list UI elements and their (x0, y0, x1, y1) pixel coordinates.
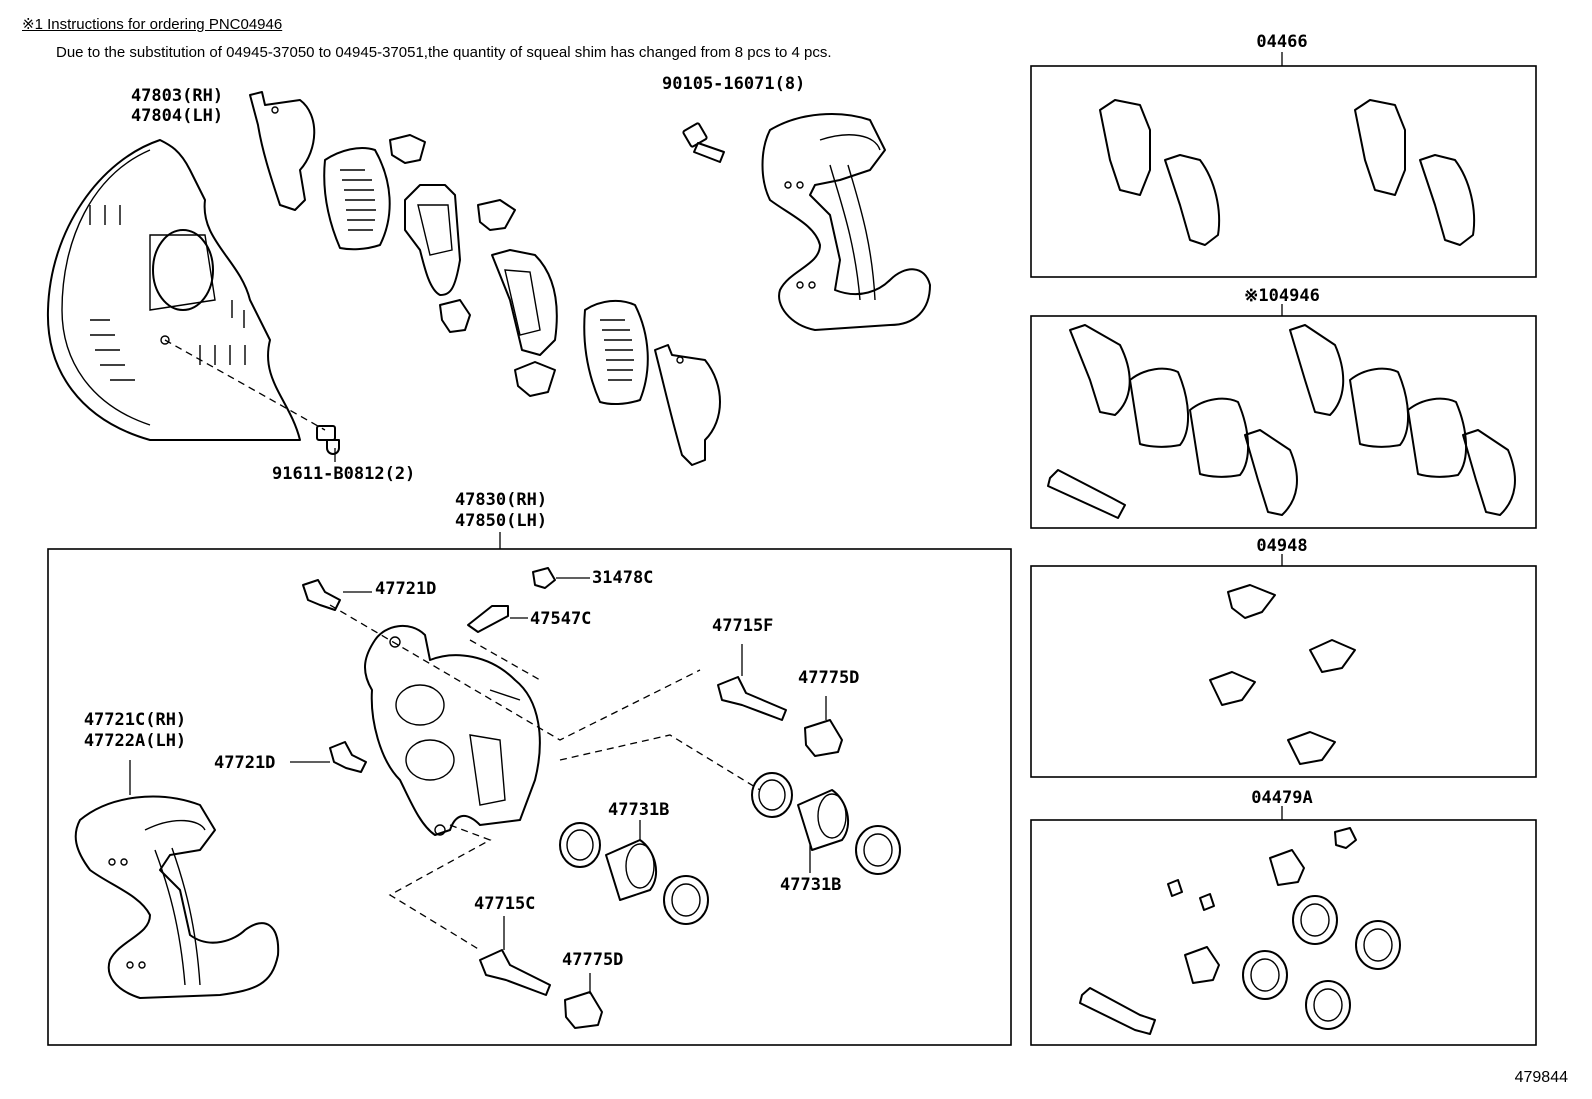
pad-kit-box (1030, 65, 1537, 278)
caliper-mounting-bolt[interactable] (682, 122, 725, 163)
anti-squeal-shim-left[interactable] (323, 147, 391, 251)
label-mounting-rh[interactable]: 47721C(RH) (83, 710, 187, 730)
pin-boot-upper[interactable] (804, 719, 843, 757)
pad-clip-bottom-2[interactable] (514, 361, 556, 397)
label-clip-kit[interactable]: 04948 (1256, 536, 1308, 556)
label-caliper-bolt-lower[interactable]: 47721D (214, 753, 276, 773)
caliper-mounting-upper[interactable] (761, 113, 931, 331)
guide-line-lower (388, 824, 492, 951)
seal-kit-parts[interactable] (1079, 827, 1401, 1035)
inner-shim-right[interactable] (654, 344, 721, 466)
clip-kit-box (1030, 565, 1537, 778)
diagram-number: 479844 (1514, 1069, 1568, 1086)
label-bleeder-plug[interactable]: 31478C (592, 568, 654, 588)
piston-seal-right[interactable] (751, 772, 793, 818)
label-caliper-rh[interactable]: 47830(RH) (454, 490, 548, 510)
label-pin-boot-lower[interactable]: 47775D (562, 950, 624, 970)
shield-bolt[interactable] (316, 425, 340, 455)
label-caliper-bolt[interactable]: 90105-16071(8) (662, 74, 806, 94)
clip-kit-clips[interactable] (1209, 584, 1356, 765)
pad-kit-pads[interactable] (1099, 99, 1476, 246)
inner-shim-left[interactable] (249, 91, 316, 211)
shield-bolt-guide-line (164, 339, 326, 431)
caliper-bolt-lower[interactable] (329, 741, 367, 773)
caliper-bolt-upper[interactable] (302, 579, 341, 611)
dust-cover-shield[interactable] (46, 139, 301, 441)
piston-left[interactable] (605, 839, 658, 901)
caliper-assembly-box (47, 548, 1012, 1046)
anti-squeal-shim-right[interactable] (583, 299, 649, 406)
label-slide-pin-lower[interactable]: 47715C (474, 894, 536, 914)
label-pin-boot-upper[interactable]: 47775D (798, 668, 860, 688)
guide-line-upper (329, 604, 701, 741)
caliper-cylinder-body[interactable] (364, 624, 541, 836)
pad-clip-bottom-1[interactable] (439, 299, 471, 333)
label-shield-rh[interactable]: 47803(RH) (130, 86, 224, 106)
label-seal-kit[interactable]: 04479A (1251, 788, 1313, 808)
pad-clip-top-2[interactable] (477, 199, 516, 231)
shim-kit-box (1030, 315, 1537, 529)
label-piston-right[interactable]: 47731B (780, 875, 842, 895)
caliper-mounting-lower[interactable] (74, 795, 280, 999)
slide-pin-upper[interactable] (717, 676, 787, 721)
dust-boot-right[interactable] (855, 825, 901, 875)
pad-clip-top-1[interactable] (389, 134, 426, 164)
guide-line-piston (559, 734, 761, 791)
label-shield-bolt[interactable]: 91611-B0812(2) (272, 464, 416, 484)
ordering-note-body: Due to the substitution of 04945-37050 t… (56, 44, 832, 61)
label-piston-left[interactable]: 47731B (608, 800, 670, 820)
pin-boot-lower[interactable] (564, 991, 603, 1029)
slide-pin-lower[interactable] (479, 949, 551, 996)
bleeder-screw[interactable] (467, 605, 509, 633)
label-slide-pin-upper[interactable]: 47715F (712, 616, 774, 636)
brake-pad-outer[interactable] (491, 249, 558, 356)
label-bleeder-screw[interactable]: 47547C (530, 609, 592, 629)
brake-pad-inner[interactable] (404, 184, 461, 296)
label-caliper-bolt-upper[interactable]: 47721D (375, 579, 437, 599)
dust-boot-left[interactable] (663, 875, 709, 925)
label-caliper-lh[interactable]: 47850(LH) (454, 511, 548, 531)
label-mounting-lh[interactable]: 47722A(LH) (83, 731, 187, 751)
piston-seal-left[interactable] (559, 822, 601, 868)
label-shim-kit[interactable]: ※104946 (1244, 286, 1320, 306)
label-shield-lh[interactable]: 47804(LH) (130, 106, 224, 126)
piston-right[interactable] (797, 789, 850, 851)
label-pad-kit[interactable]: 04466 (1256, 32, 1308, 52)
seal-kit-box (1030, 819, 1537, 1046)
bleeder-plug[interactable] (532, 567, 556, 589)
shim-kit-shims[interactable] (1047, 324, 1516, 519)
ordering-note-title: ※1 Instructions for ordering PNC04946 (22, 16, 283, 33)
